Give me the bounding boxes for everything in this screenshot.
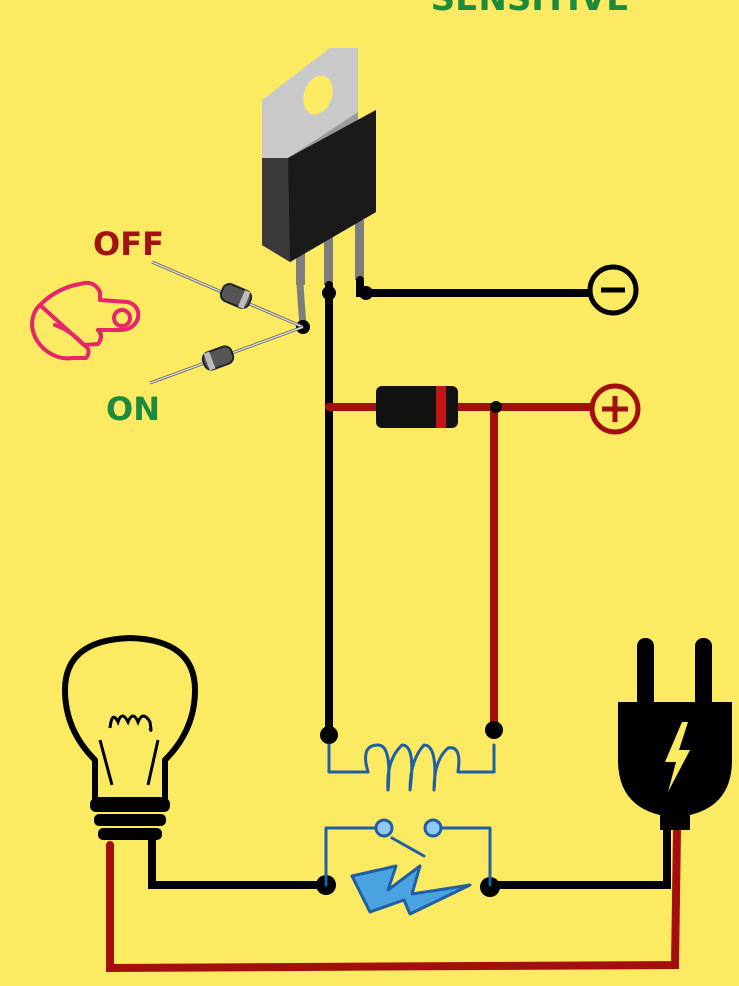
black-wires [148, 276, 671, 889]
plus-terminal-icon [589, 383, 641, 435]
power-plug-icon [618, 638, 732, 830]
light-bulb-icon [62, 635, 198, 840]
diode-on [149, 325, 304, 385]
diode-icon [376, 386, 458, 428]
pointing-hand-icon [30, 280, 141, 361]
junction-dots [296, 286, 503, 897]
transistor-base-lead [296, 284, 307, 328]
transistor-icon [262, 48, 376, 285]
on-label: ON [106, 390, 160, 428]
off-label: OFF [93, 225, 164, 263]
relay-icon [324, 743, 496, 887]
minus-terminal-icon [587, 264, 639, 316]
diode-off [151, 260, 304, 329]
page-title: SENSITIVE [431, 0, 630, 19]
red-wires [106, 403, 681, 973]
spark-icon [350, 864, 472, 916]
